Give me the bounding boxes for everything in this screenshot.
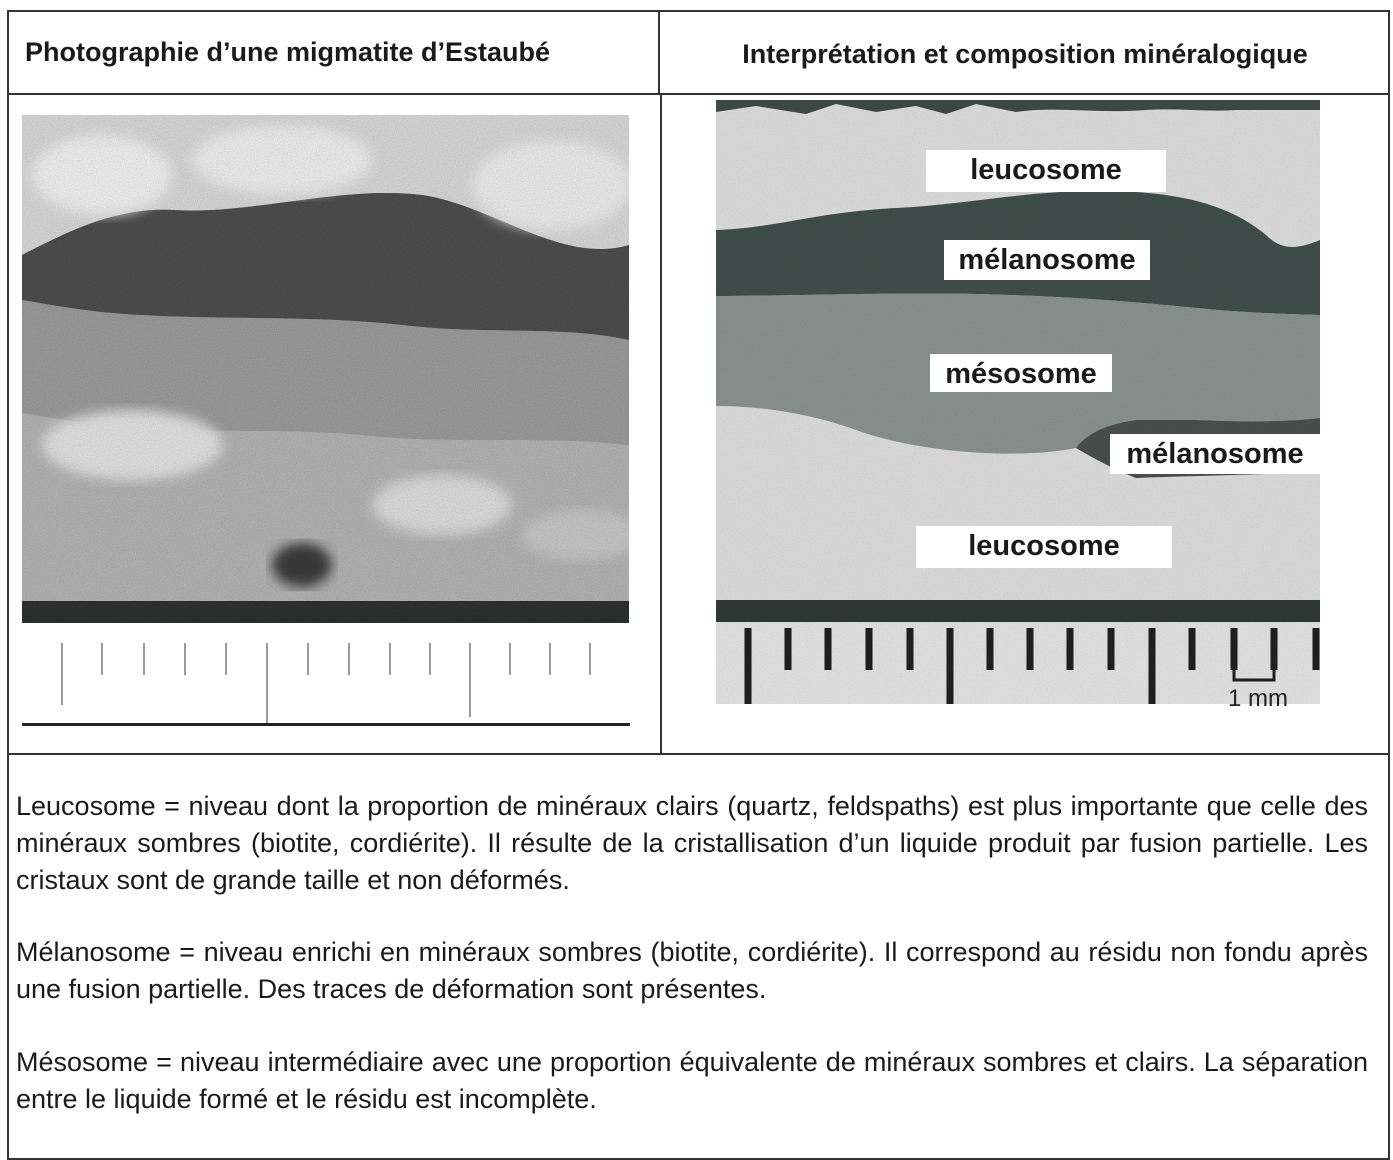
column-divider: [660, 95, 662, 755]
label-leucosome-bottom: leucosome: [916, 526, 1172, 568]
definition-melanosome: Mélanosome = niveau enrichi en minéraux …: [16, 937, 1368, 1004]
definition-mesosome: Mésosome = niveau intermédiaire avec une…: [16, 1047, 1368, 1114]
row-divider: [9, 753, 1388, 755]
header-interpretation-title: Interprétation et composition minéralogi…: [660, 12, 1390, 95]
scale-bar-label: 1 mm: [1228, 685, 1288, 712]
label-leucosome-top: leucosome: [926, 150, 1166, 192]
definition-leucosome: Leucosome = niveau dont la proportion de…: [16, 791, 1368, 895]
interpretation-diagram: leucosome mélanosome mésosome mélanosome…: [716, 100, 1320, 712]
photo-baseline: [22, 723, 630, 726]
header-photo-title: Photographie d’une migmatite d’Estaubé: [9, 12, 660, 95]
photo-ruler: [22, 613, 629, 725]
label-melanosome-top: mélanosome: [944, 240, 1150, 280]
migmatite-photo: [22, 115, 629, 623]
label-mesosome: mésosome: [930, 354, 1112, 392]
label-melanosome-right: mélanosome: [1110, 434, 1320, 474]
